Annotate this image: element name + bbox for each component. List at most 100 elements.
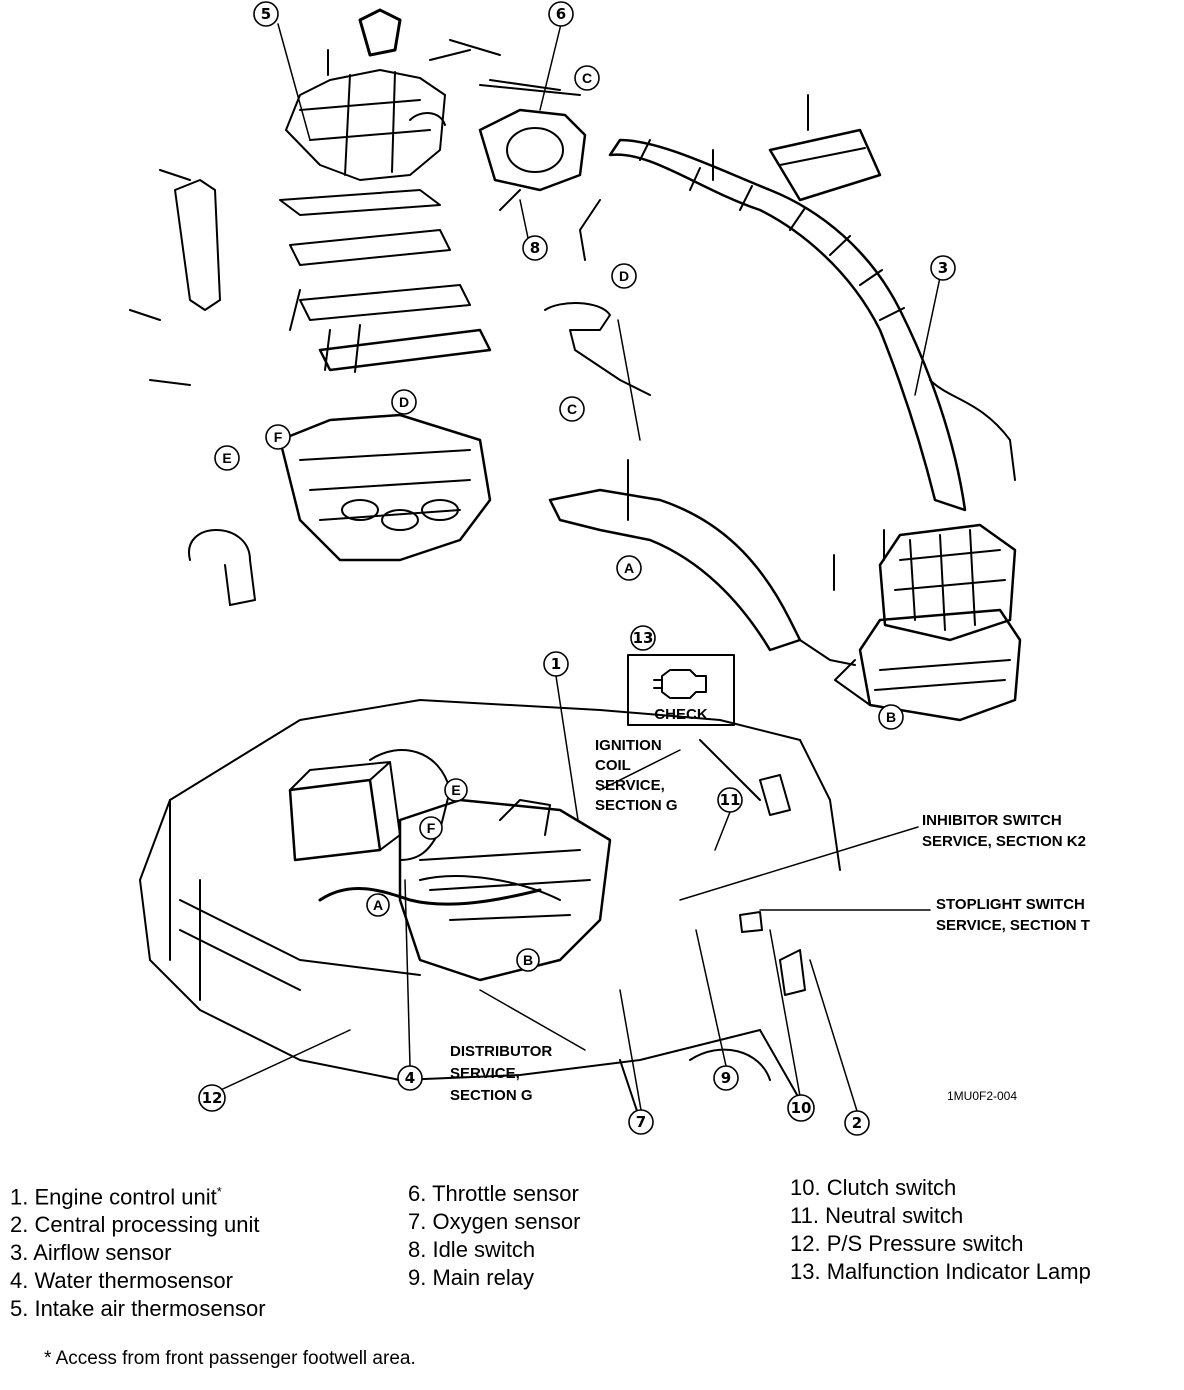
marker-1: 1 bbox=[543, 651, 569, 677]
marker-C-mid: C bbox=[559, 396, 585, 422]
svg-text:B: B bbox=[886, 709, 896, 725]
svg-text:A: A bbox=[624, 560, 634, 576]
throttle-body-drawing bbox=[429, 39, 587, 211]
legend-item: 1. Engine control unit* bbox=[10, 1184, 222, 1210]
marker-3: 3 bbox=[930, 255, 956, 281]
svg-text:3: 3 bbox=[938, 259, 948, 277]
legend-item: 8. Idle switch bbox=[408, 1237, 536, 1262]
svg-text:6: 6 bbox=[556, 5, 566, 23]
svg-text:SECTION G: SECTION G bbox=[450, 1087, 533, 1104]
legend-column-3: 10. Clutch switch 11. Neutral switch 12.… bbox=[790, 1174, 1091, 1286]
svg-text:F: F bbox=[274, 429, 283, 445]
harness-connector-drawing bbox=[699, 739, 791, 816]
marker-E-top: E bbox=[214, 445, 240, 471]
legend-column-1: 1. Engine control unit* 2. Central proce… bbox=[10, 1178, 266, 1323]
marker-9: 9 bbox=[713, 1065, 739, 1091]
svg-text:4: 4 bbox=[405, 1069, 415, 1087]
legend-column-2: 6. Throttle sensor 7. Oxygen sensor 8. I… bbox=[408, 1180, 580, 1292]
svg-text:D: D bbox=[619, 268, 629, 284]
wiring-harness-drawing bbox=[318, 875, 561, 906]
distributor-callout: DISTRIBUTOR SERVICE, SECTION G bbox=[450, 1043, 552, 1104]
svg-text:SERVICE, SECTION T: SERVICE, SECTION T bbox=[936, 917, 1090, 934]
figure-code: 1MU0F2-004 bbox=[947, 1089, 1017, 1103]
marker-6: 6 bbox=[548, 1, 574, 27]
svg-text:8: 8 bbox=[530, 239, 540, 257]
engine-check-icon bbox=[653, 669, 707, 699]
marker-5: 5 bbox=[253, 1, 279, 27]
svg-text:9: 9 bbox=[721, 1069, 731, 1087]
intake-plenum-drawing bbox=[285, 8, 446, 181]
svg-text:SERVICE, SECTION K2: SERVICE, SECTION K2 bbox=[922, 833, 1086, 850]
legend-item: 9. Main relay bbox=[408, 1265, 534, 1290]
malfunction-indicator-lamp-box: CHECK bbox=[627, 654, 735, 726]
letter-markers: C D C D F E A B E F A B bbox=[214, 65, 904, 972]
svg-text:SERVICE,: SERVICE, bbox=[595, 777, 665, 794]
svg-text:DISTRIBUTOR: DISTRIBUTOR bbox=[450, 1043, 552, 1060]
legend-item: 6. Throttle sensor bbox=[408, 1181, 579, 1206]
check-label: CHECK bbox=[654, 706, 708, 723]
engine-component-diagram: CHECK IGNITION COIL SERVICE, SECTION G I… bbox=[129, 1, 1090, 1136]
legend-item: 7. Oxygen sensor bbox=[408, 1209, 581, 1234]
marker-13: 13 bbox=[630, 625, 656, 651]
legend-item: 4. Water thermosensor bbox=[10, 1268, 233, 1294]
legend-item: 5. Intake air thermosensor bbox=[10, 1296, 266, 1322]
svg-text:1: 1 bbox=[551, 655, 561, 673]
marker-C-top: C bbox=[574, 65, 600, 91]
firewall-bracket-drawing bbox=[739, 911, 806, 996]
footnote: * Access from front passenger footwell a… bbox=[44, 1348, 416, 1369]
svg-text:F: F bbox=[427, 820, 436, 836]
marker-F-bay: F bbox=[419, 816, 443, 840]
marker-B-bay: B bbox=[516, 948, 540, 972]
resonator-duct-drawing bbox=[548, 488, 856, 666]
legend-item: 12. P/S Pressure switch bbox=[790, 1231, 1024, 1256]
intake-duct-drawing bbox=[608, 128, 1016, 512]
marker-E-bay: E bbox=[444, 778, 468, 802]
number-markers: 5 6 8 3 13 1 11 4 9 12 10 7 2 bbox=[198, 1, 956, 1136]
battery-drawing bbox=[288, 761, 401, 862]
svg-text:A: A bbox=[373, 897, 383, 913]
leader-lines bbox=[211, 23, 943, 1112]
marker-D-top: D bbox=[611, 263, 637, 289]
marker-A-top: A bbox=[616, 555, 642, 581]
svg-text:12: 12 bbox=[202, 1089, 223, 1107]
svg-text:C: C bbox=[567, 401, 577, 417]
svg-text:SERVICE,: SERVICE, bbox=[450, 1065, 520, 1082]
component-legend: 1. Engine control unit* 2. Central proce… bbox=[10, 1172, 1180, 1342]
marker-8: 8 bbox=[522, 235, 548, 261]
svg-text:E: E bbox=[222, 450, 231, 466]
vehicle-body-drawing bbox=[139, 699, 841, 1121]
marker-11: 11 bbox=[717, 787, 743, 813]
marker-4: 4 bbox=[397, 1065, 423, 1091]
engine-block-drawing bbox=[398, 798, 612, 982]
marker-B-top: B bbox=[878, 704, 904, 730]
svg-text:IGNITION: IGNITION bbox=[595, 737, 662, 754]
svg-text:5: 5 bbox=[261, 5, 271, 23]
marker-D-mid: D bbox=[391, 389, 417, 415]
svg-text:INHIBITOR SWITCH: INHIBITOR SWITCH bbox=[922, 812, 1062, 829]
legend-item: 2. Central processing unit bbox=[10, 1212, 260, 1238]
svg-text:11: 11 bbox=[720, 791, 741, 809]
ignition-coil-callout: IGNITION COIL SERVICE, SECTION G bbox=[595, 737, 678, 814]
svg-text:C: C bbox=[582, 70, 592, 86]
bracket-drawing bbox=[174, 179, 256, 606]
bolt-parts-drawing bbox=[129, 49, 885, 591]
air-intake-hose-drawing bbox=[369, 749, 451, 861]
air-cleaner-drawing bbox=[834, 523, 1022, 722]
svg-text:13: 13 bbox=[633, 629, 654, 647]
svg-text:E: E bbox=[451, 782, 460, 798]
marker-F-top: F bbox=[265, 424, 291, 450]
marker-12: 12 bbox=[198, 1084, 226, 1112]
fuel-rail-drawing bbox=[279, 189, 492, 373]
svg-text:10: 10 bbox=[791, 1099, 812, 1117]
vacuum-hose-drawing bbox=[544, 199, 651, 396]
legend-item: 11. Neutral switch bbox=[790, 1203, 964, 1228]
legend-item: 13. Malfunction Indicator Lamp bbox=[790, 1259, 1091, 1284]
svg-text:SECTION G: SECTION G bbox=[595, 797, 678, 814]
svg-text:B: B bbox=[523, 952, 533, 968]
marker-2: 2 bbox=[844, 1110, 870, 1136]
svg-text:STOPLIGHT SWITCH: STOPLIGHT SWITCH bbox=[936, 896, 1085, 913]
intake-manifold-drawing bbox=[278, 413, 492, 562]
svg-text:2: 2 bbox=[852, 1114, 862, 1132]
svg-text:COIL: COIL bbox=[595, 757, 631, 774]
legend-item: 3. Airflow sensor bbox=[10, 1240, 172, 1266]
